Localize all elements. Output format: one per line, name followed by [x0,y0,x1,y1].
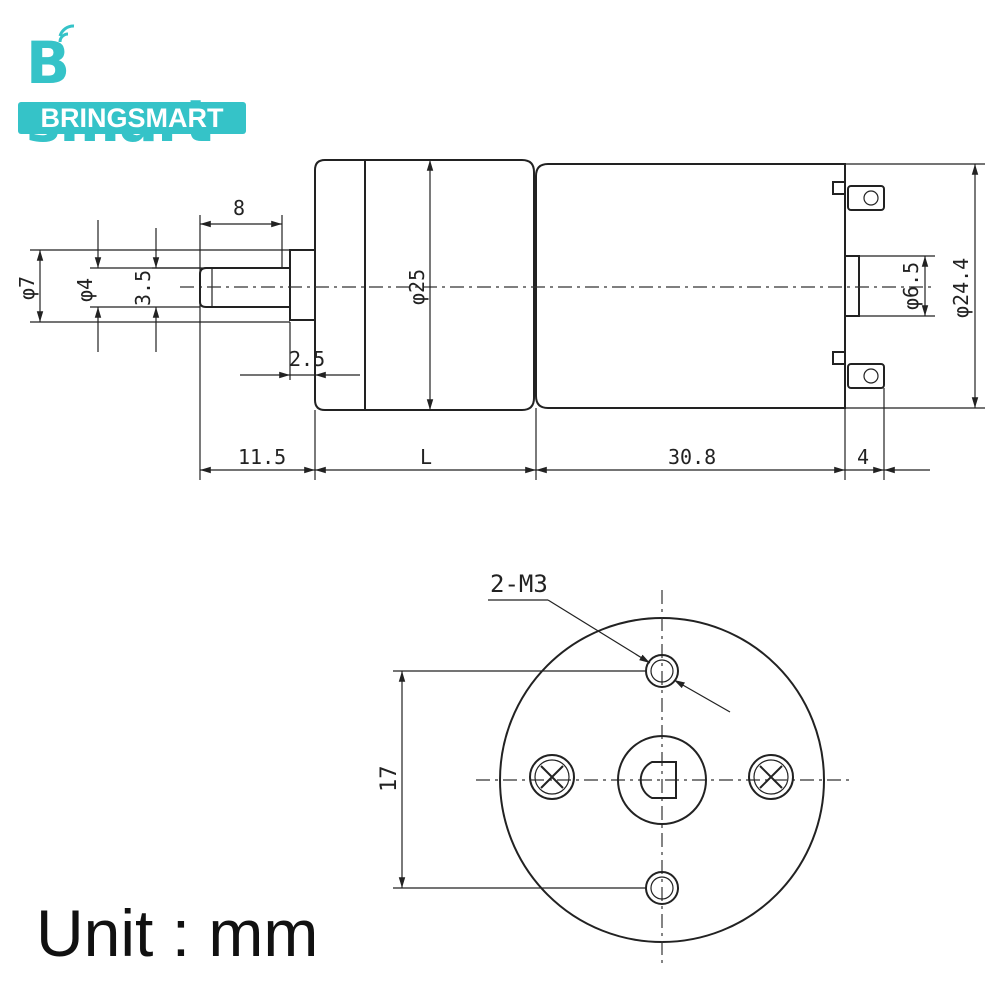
dim-label: φ24.4 [949,258,973,318]
mounting-screw-right [748,754,794,800]
shaft-boss [289,249,316,321]
shaft-hub [617,735,707,825]
dim-label: 17 [377,766,402,793]
dim-label: 30.8 [668,445,716,469]
logo-brand-name: BRINGSMART [40,103,224,133]
mounting-screw-left [529,754,575,800]
dim-label: 3.5 [131,270,155,306]
dim-label: 8 [233,196,245,220]
shaft-d-profile [639,761,677,799]
dim-label: 11.5 [238,445,286,469]
terminal-top [832,181,885,211]
dim-label: 4 [857,445,869,469]
terminal-bottom [832,351,885,389]
dim-label: φ6.5 [899,262,923,310]
dim-label: φ4 [73,278,97,302]
logo-band [18,102,246,134]
dim-label: 2.5 [289,347,325,371]
brand-logo: B smart BRINGSMART [18,22,250,150]
motor-body [535,163,846,409]
dim-label: L [420,445,432,469]
dim-label: φ7 [15,276,39,300]
motor-front-view: 2-M3 17 [377,570,850,965]
dim-label: φ25 [405,269,429,305]
thread-callout: 2-M3 [490,570,548,598]
unit-label: Unit : mm [36,896,319,970]
wifi-icon [58,24,75,43]
motor-side-view: 8 φ7 φ4 3.5 φ25 2.5 φ6.5 [15,159,985,480]
gearbox-body [314,159,535,411]
rear-boss [844,255,860,317]
